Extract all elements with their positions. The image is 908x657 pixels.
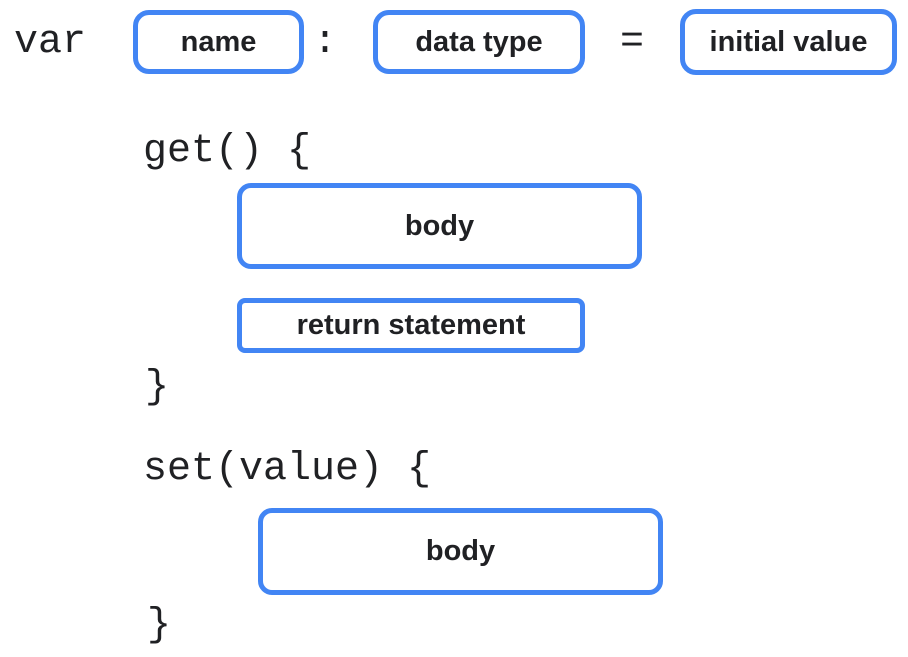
name-placeholder-label: name: [180, 25, 257, 58]
equals-token: =: [620, 20, 645, 65]
setter-open-token: set(value) {: [143, 447, 432, 492]
return-statement-placeholder-label: return statement: [296, 309, 526, 341]
data-type-placeholder-box: data type: [373, 10, 585, 74]
var-keyword: var: [14, 20, 87, 65]
initial-value-placeholder-box: initial value: [680, 9, 897, 75]
setter-body-placeholder-label: body: [425, 535, 496, 567]
return-statement-placeholder-box: return statement: [237, 298, 585, 353]
getter-open-token: get() {: [143, 129, 312, 174]
setter-close-brace-token: }: [147, 603, 172, 648]
name-placeholder-box: name: [133, 10, 304, 74]
setter-body-placeholder-box: body: [258, 508, 663, 595]
getter-body-placeholder-box: body: [237, 183, 642, 269]
getter-close-brace-token: }: [145, 365, 170, 410]
colon-token: :: [313, 20, 338, 65]
data-type-placeholder-label: data type: [415, 25, 543, 58]
getter-body-placeholder-label: body: [404, 209, 475, 242]
initial-value-placeholder-label: initial value: [709, 25, 868, 58]
